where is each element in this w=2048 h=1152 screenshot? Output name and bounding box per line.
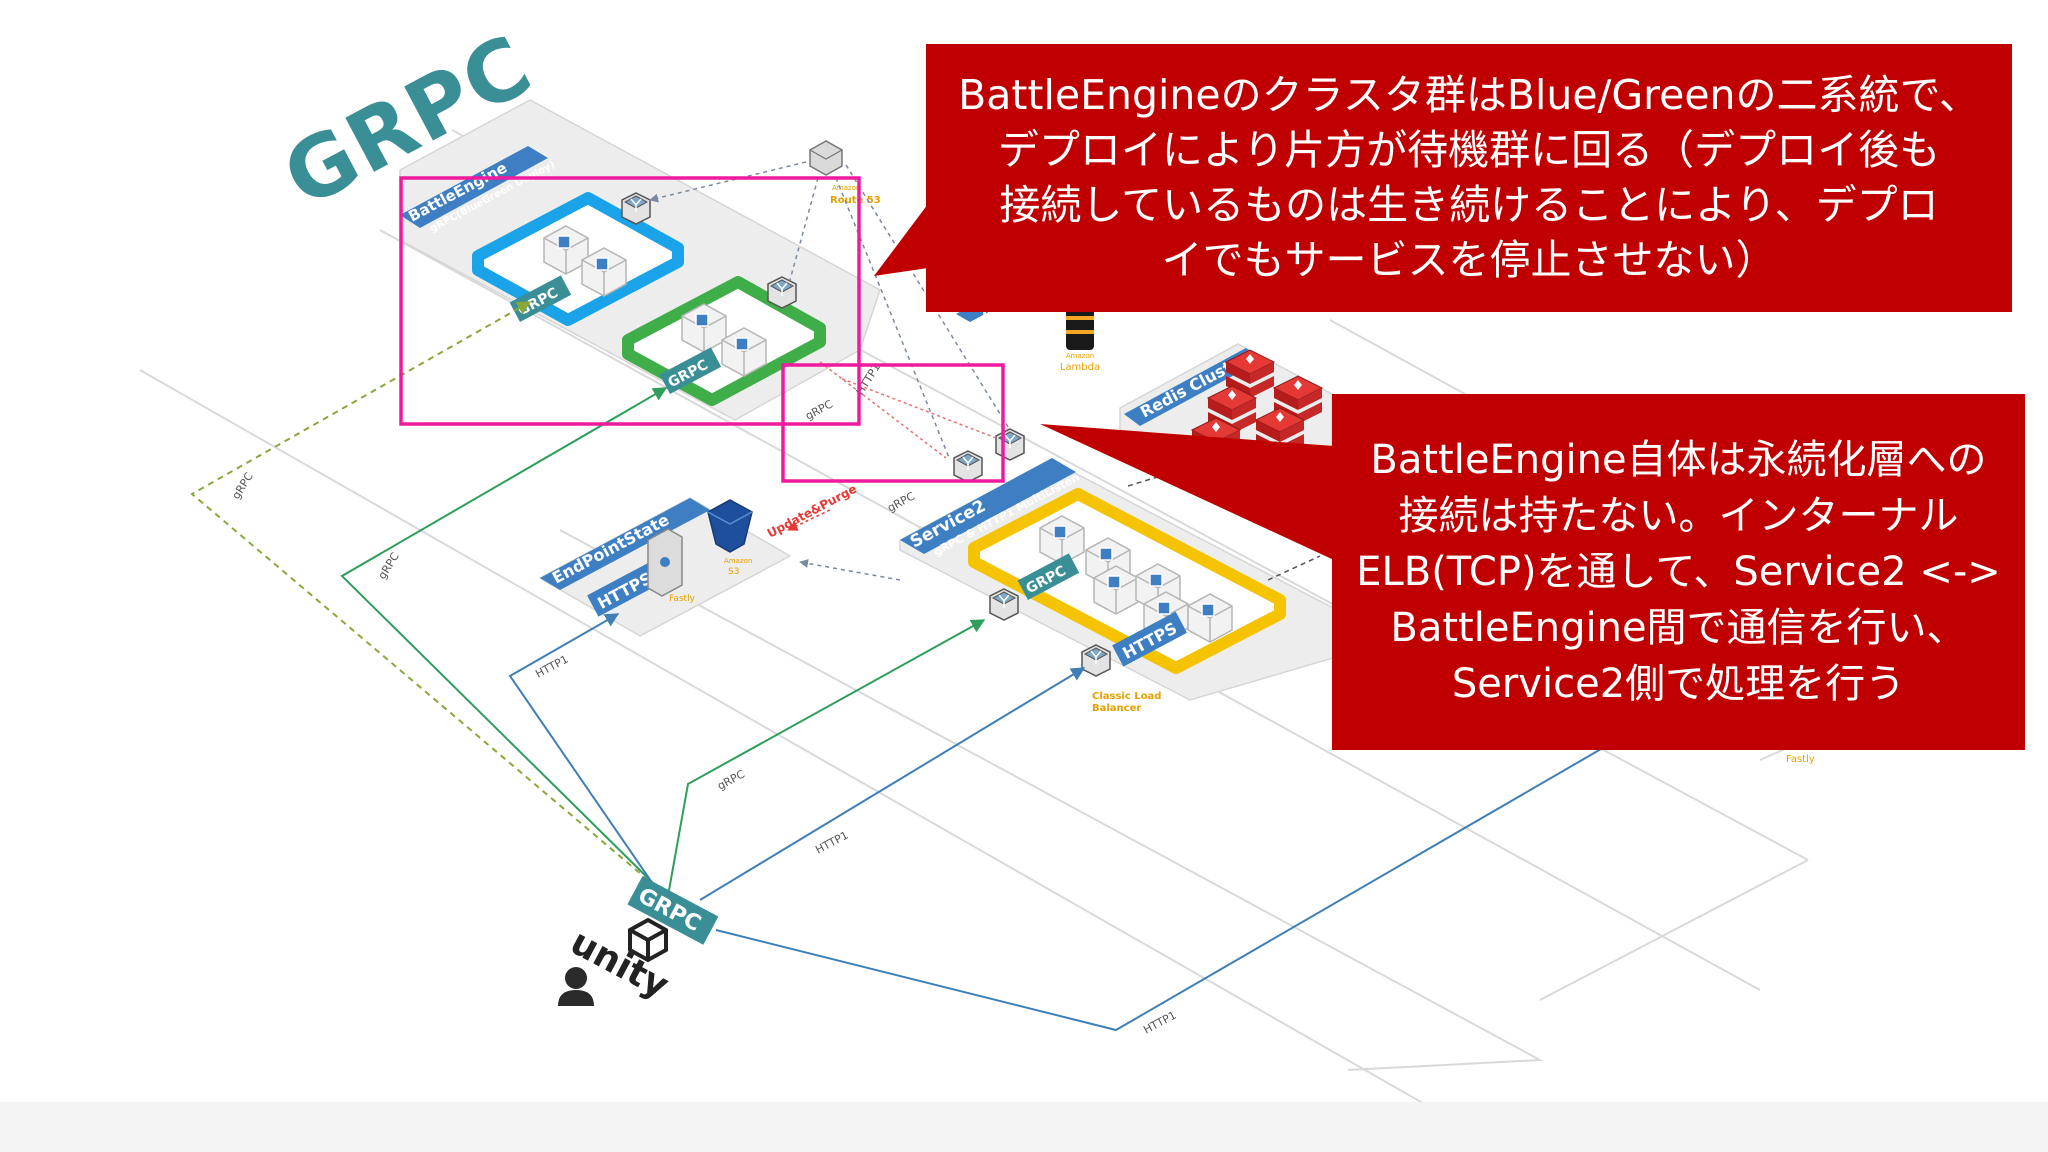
fastly-right-label: Fastly	[1786, 754, 1815, 765]
band-5	[559, 529, 1544, 1071]
endpoint-state-panel: EndPointState HTTPS Fastly Amazon S3	[538, 497, 792, 637]
bottom-band	[0, 1102, 2048, 1152]
top-callout: BattleEngineのクラスタ群はBlue/Greenの二系統で、 デプロイ…	[926, 44, 2012, 312]
top-callout-line-2: デプロイにより片方が待機群に回る（デプロイ後も	[997, 126, 1941, 174]
top-callout-pointer	[874, 204, 928, 276]
band-4	[1539, 859, 1809, 1001]
service2-grpc-elb-icon	[989, 588, 1019, 621]
service2-to-endpoint	[799, 559, 901, 581]
band-3	[139, 369, 1511, 1152]
bottom-callout-line-1: BattleEngine自体は永続化層への	[1370, 437, 1987, 483]
top-callout-line-4: イでもサービスを停止させない）	[1161, 236, 1777, 284]
green-elb-icon	[767, 276, 797, 309]
internal-elb-icon-1	[953, 450, 983, 483]
s3-label-2: S3	[728, 567, 739, 577]
top-callout-line-3: 接続しているものは生き続けることにより、デプロ	[999, 181, 1939, 229]
route53-icon: Amazon Route 53	[809, 140, 881, 206]
bottom-callout-line-5: Service2側で処理を行う	[1451, 661, 1906, 707]
s3-label-1: Amazon	[724, 557, 752, 565]
blue-http1-line-to-clb	[699, 667, 1086, 901]
olive-dashed-grpc-line	[190, 301, 649, 881]
internal-elb-highlight	[781, 363, 1005, 483]
grpc-label-overlap: gRPC	[803, 397, 835, 422]
fastly-icon: Fastly	[647, 528, 696, 604]
route53-label-1: Amazon	[832, 184, 860, 192]
internal-elb-icon-2	[995, 428, 1025, 461]
unity-logo-icon	[628, 917, 668, 963]
bottom-callout-line-4: BattleEngine間で通信を行い、	[1390, 605, 1967, 651]
blue-http1-line-bottom	[715, 737, 1621, 1032]
clb-label-2: Balancer	[1092, 703, 1141, 714]
route53-to-blue-elb	[649, 161, 807, 203]
route53-to-internal	[835, 177, 951, 461]
user-icon	[558, 967, 594, 1006]
client-connections	[190, 301, 1621, 1032]
http1-label-left: HTTP1	[533, 653, 570, 681]
green-grpc-line-to-service2	[667, 619, 986, 897]
route53-label-2: Route 53	[830, 195, 881, 206]
route53-to-green-elb	[789, 177, 819, 281]
clb-label-1: Classic Load	[1092, 691, 1161, 702]
clb-icon	[1081, 644, 1111, 677]
hidden-panel-fragment: Ha	[982, 310, 1003, 326]
battle-engine-panel: BattleEngine gRPC(BlueGreen Deploy) GRPC…	[399, 99, 881, 421]
blue-http1-line-to-endpoint	[508, 613, 665, 901]
top-callout-line-1: BattleEngineのクラスタ群はBlue/Greenの二系統で、	[958, 71, 1980, 119]
lambda-label-1: Amazon	[1066, 352, 1094, 360]
battle-engine-highlight	[399, 176, 861, 426]
grpc-label-service2: gRPC	[885, 489, 917, 514]
green-grpc-line-to-battle	[340, 387, 668, 891]
grpc-label-green-mid: gRPC	[715, 767, 747, 792]
http1-label-mid: HTTP1	[813, 829, 850, 857]
green-to-internal-red	[819, 361, 947, 459]
bottom-callout: BattleEngine自体は永続化層への 接続は持たない。インターナル ELB…	[1332, 394, 2025, 750]
grpc-label-olive: gRPC	[230, 470, 257, 502]
internal-to-green-red	[839, 377, 997, 439]
lambda-label-2: Lambda	[1060, 362, 1100, 373]
green-cluster: GRPC	[622, 276, 826, 406]
bottom-callout-line-3: ELB(TCP)を通して、Service2 <->	[1356, 549, 2001, 595]
s2-to-right	[1267, 555, 1321, 581]
bottom-callout-line-2: 接続は持たない。インターナル	[1398, 493, 1959, 539]
client-group: GRPC unity	[558, 876, 719, 1007]
s3-icon: Amazon S3	[707, 499, 753, 577]
blue-elb-icon	[621, 192, 651, 225]
yellow-cluster: GRPC HTTPS	[968, 488, 1286, 674]
bottom-callout-pointer	[1040, 424, 1334, 560]
endpoint-fastly-label: Fastly	[669, 594, 696, 604]
update-purge-label: Update&Purge	[765, 482, 859, 541]
lambda-icon: Amazon Lambda	[1060, 306, 1100, 373]
update-purge-arrow	[787, 509, 831, 531]
